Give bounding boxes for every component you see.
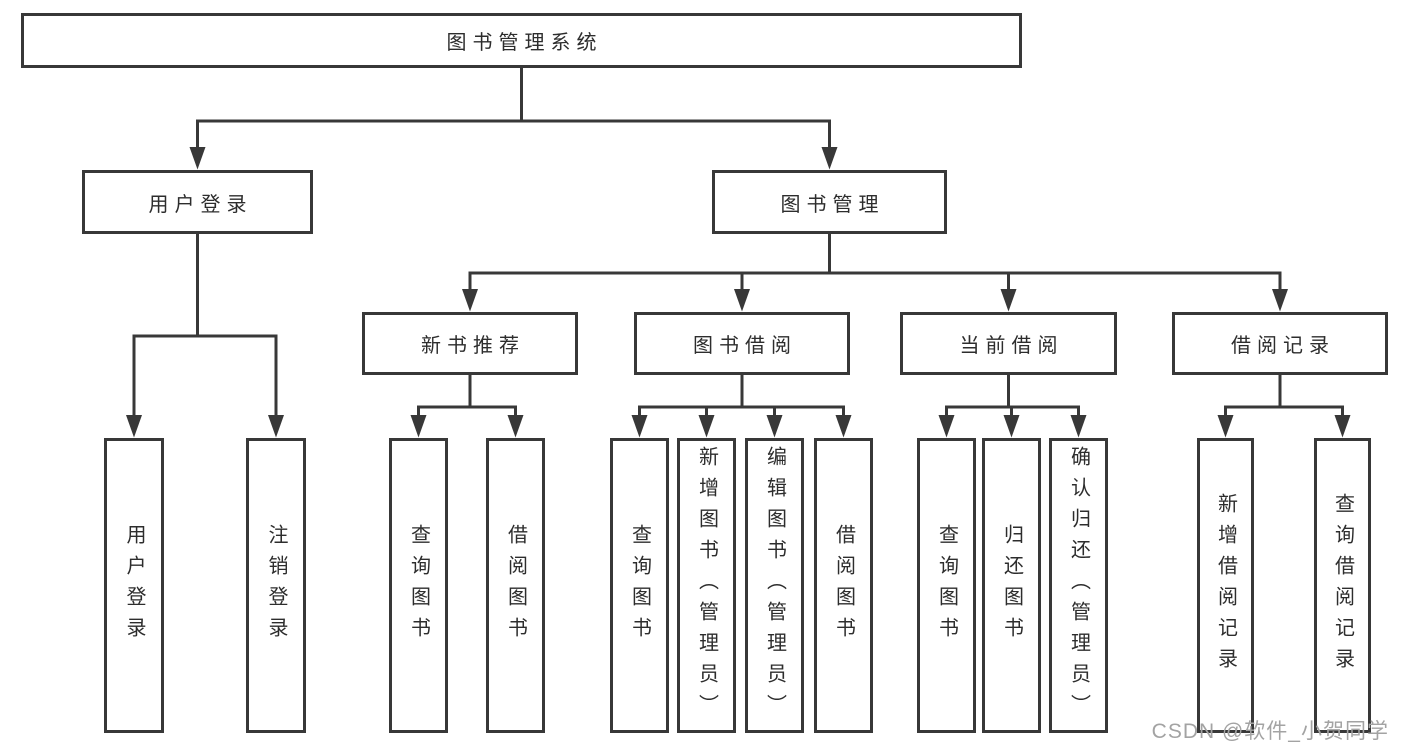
node-borrowing-records: 借阅记录: [1172, 312, 1388, 375]
watermark-text: CSDN @软件_小贺同学: [1151, 720, 1389, 743]
leaf-add-borrow-record: 新增借阅记录: [1197, 438, 1254, 733]
node-library-management-system: 图书管理系统: [21, 13, 1022, 68]
connector-root-to-level1: [189, 68, 838, 170]
leaf-return-books: 归还图书: [982, 438, 1041, 733]
leaf-query-books-newbook: 查询图书: [389, 438, 448, 733]
node-new-book-recommendation: 新书推荐: [362, 312, 578, 375]
connector-book-borrowing-to-leaves: [631, 375, 852, 438]
leaf-add-books-admin: 新增图书（管理员）: [677, 438, 736, 733]
leaf-borrow-books-newbook: 借阅图书: [486, 438, 545, 733]
connector-book-management-to-level2: [462, 234, 1288, 312]
leaf-query-borrow-record: 查询借阅记录: [1314, 438, 1371, 733]
connector-current-borrowing-to-leaves: [938, 375, 1087, 438]
leaf-borrow-books-borrowing: 借阅图书: [814, 438, 873, 733]
leaf-edit-books-admin: 编辑图书（管理员）: [745, 438, 804, 733]
leaf-query-books-borrowing: 查询图书: [610, 438, 669, 733]
leaf-query-books-current: 查询图书: [917, 438, 976, 733]
node-book-management: 图书管理: [712, 170, 947, 234]
connector-new-book-to-leaves: [410, 375, 524, 438]
leaf-confirm-return-admin: 确认归还（管理员）: [1049, 438, 1108, 733]
connector-user-login-to-leaves: [126, 234, 284, 438]
connector-borrowing-records-to-leaves: [1217, 375, 1351, 438]
leaf-logout-login: 注销登录: [246, 438, 306, 733]
node-user-login: 用户登录: [82, 170, 313, 234]
leaf-user-login: 用户登录: [104, 438, 164, 733]
node-book-borrowing: 图书借阅: [634, 312, 850, 375]
node-current-borrowing: 当前借阅: [900, 312, 1117, 375]
